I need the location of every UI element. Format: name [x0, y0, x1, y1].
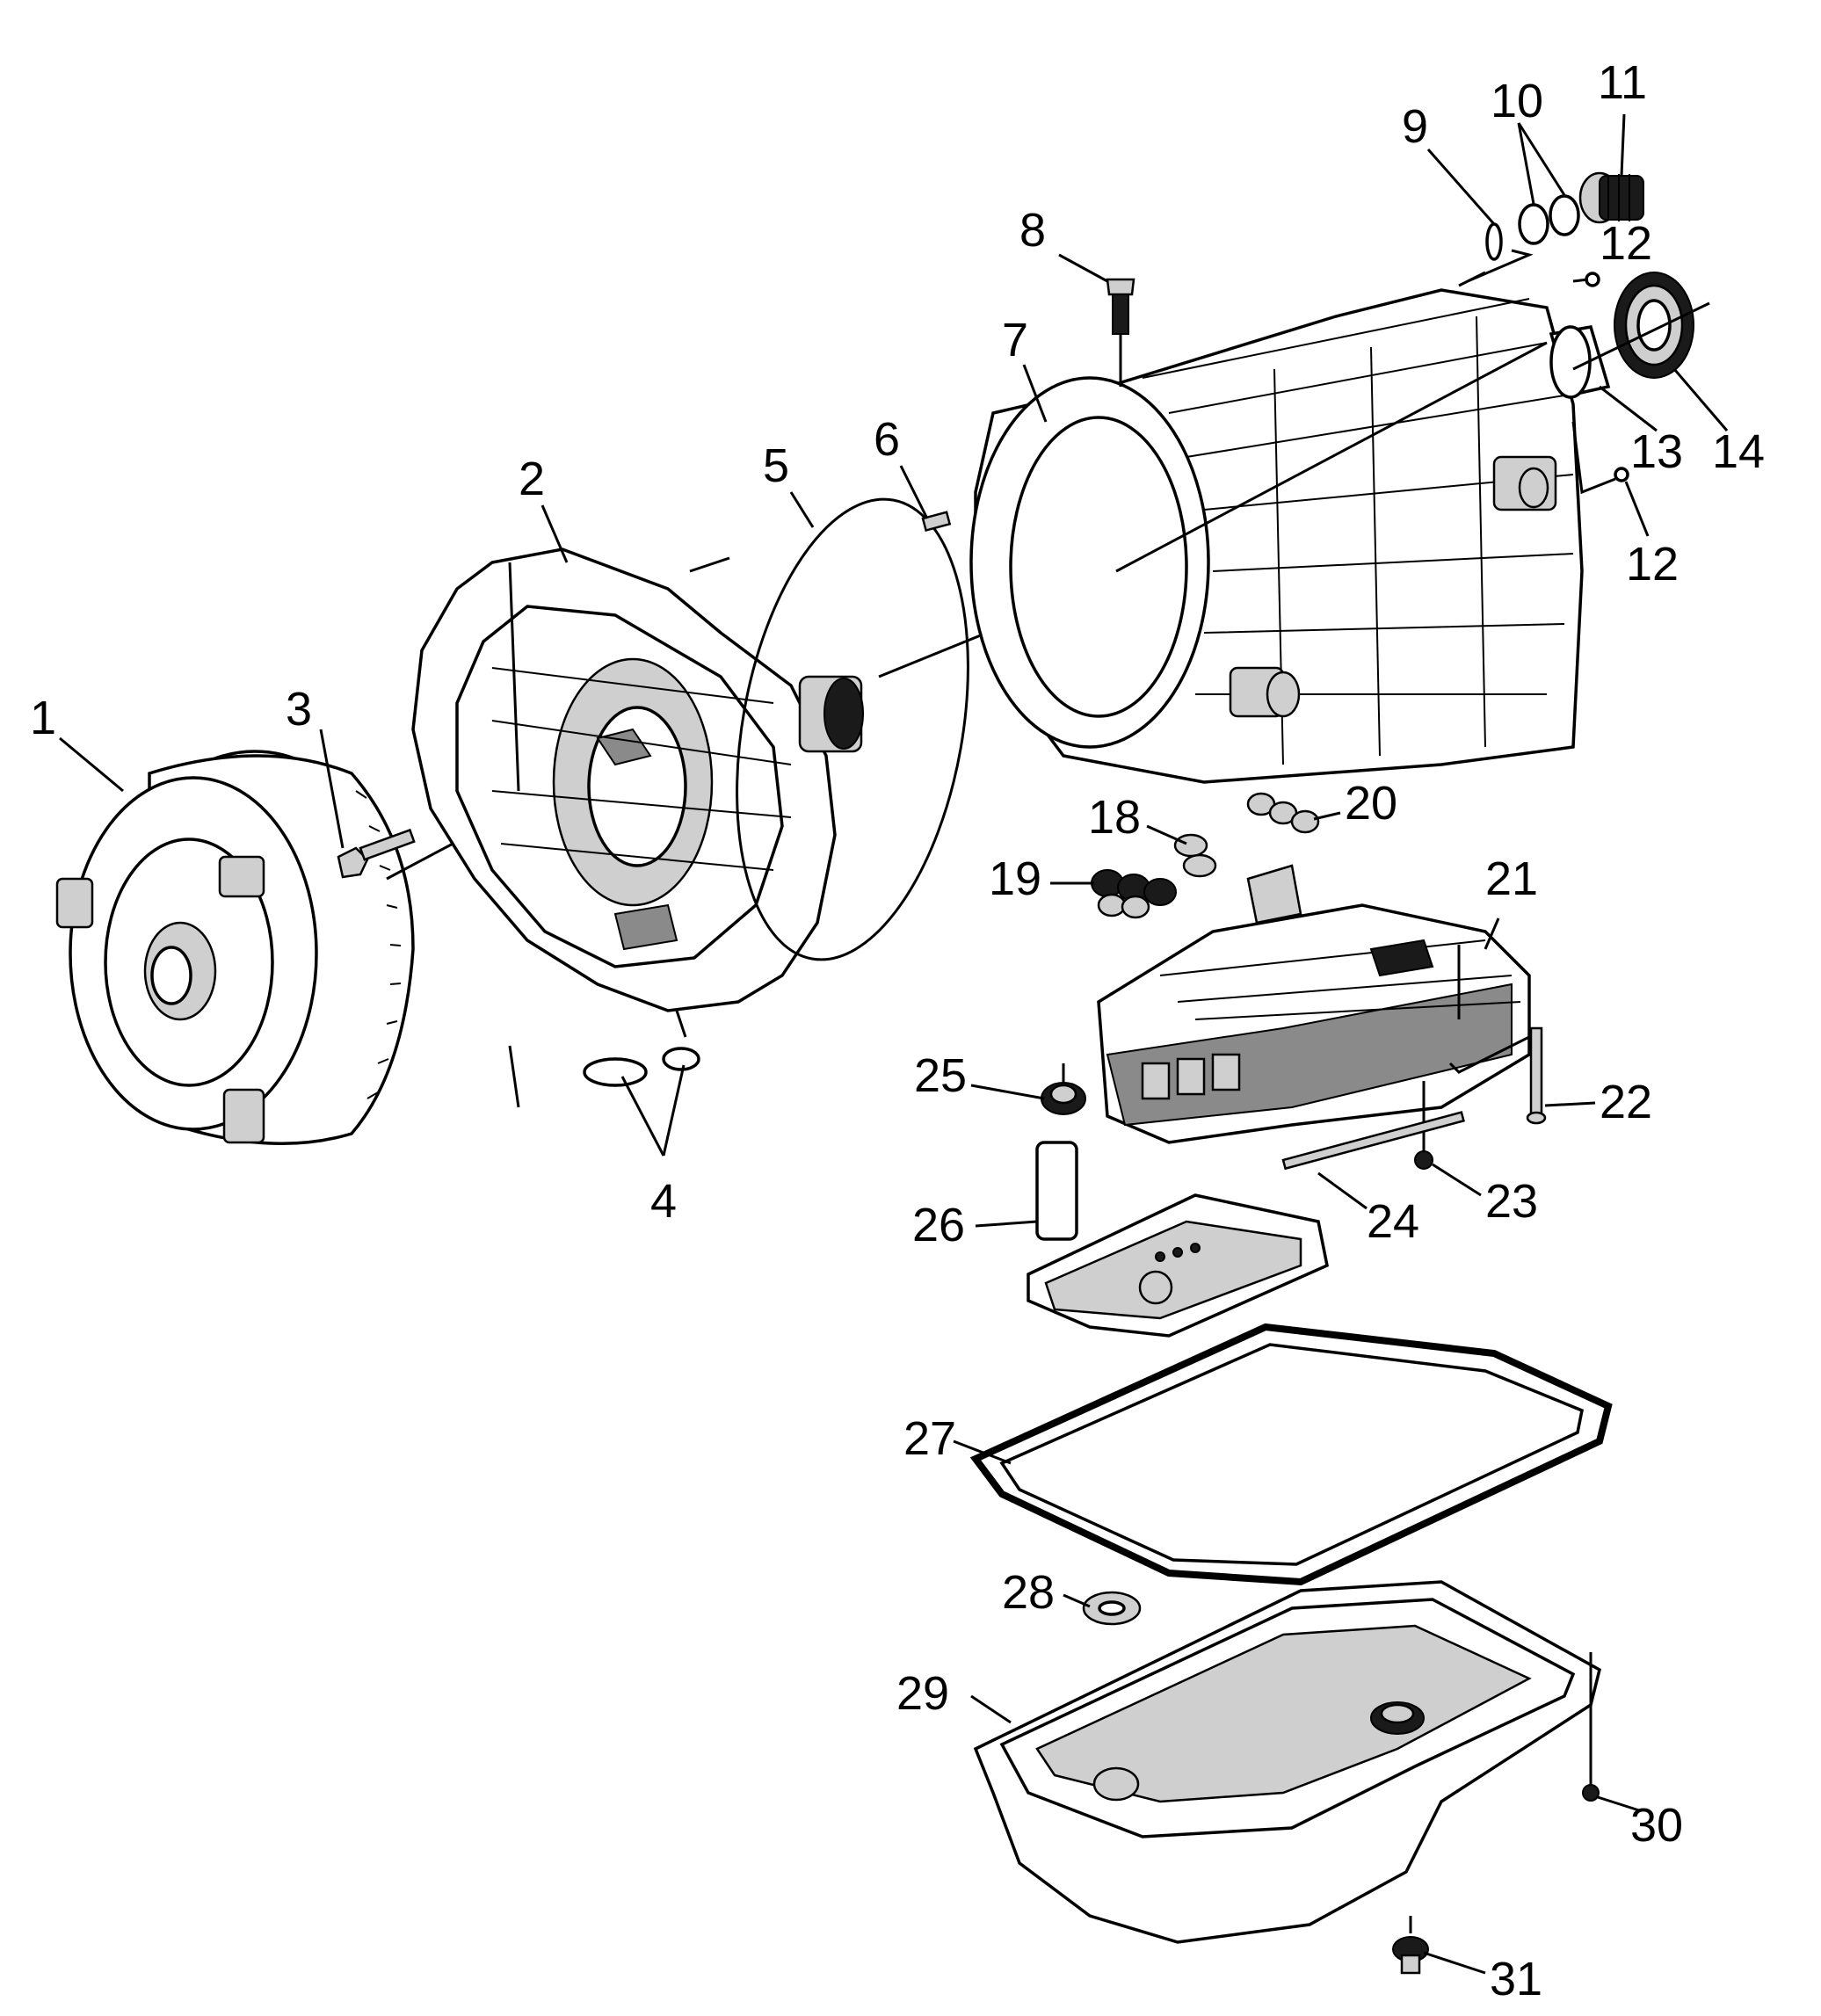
- callout-19: 19: [989, 852, 1041, 905]
- callout-26: 26: [912, 1199, 965, 1251]
- callout-9: 9: [1402, 100, 1428, 153]
- callout-3: 3: [286, 683, 312, 736]
- callout-13: 13: [1630, 425, 1683, 478]
- filter-seal-icon: [1041, 1063, 1086, 1115]
- output-seal-icon: [1614, 272, 1694, 379]
- torque-converter-icon: [55, 750, 415, 1145]
- callout-22: 22: [1600, 1076, 1652, 1128]
- shaft-sleeve-icon: [1578, 171, 1644, 224]
- callout-31: 31: [1490, 1953, 1542, 2005]
- callout-18: 18: [1088, 791, 1141, 844]
- callout-21: 21: [1485, 852, 1538, 905]
- callout-12a: 12: [1600, 217, 1652, 270]
- seal-rings-10-icon: [1518, 194, 1580, 245]
- callout-12b: 12: [1626, 538, 1679, 591]
- callout-8: 8: [1019, 204, 1046, 257]
- leader-lines: [59, 113, 1729, 1975]
- seals-20-icon: [1246, 792, 1320, 834]
- long-bolt-icon: [1526, 1026, 1547, 1125]
- callout-23: 23: [1485, 1175, 1538, 1228]
- callout-11: 11: [1598, 56, 1647, 109]
- seals-19-icon: [1091, 869, 1177, 919]
- dowel-pin-icon: [921, 511, 952, 533]
- oil-filter-icon: [1027, 1141, 1329, 1338]
- callout-28: 28: [1002, 1566, 1055, 1619]
- transmission-case-icon: [969, 288, 1584, 784]
- seals-18-icon: [1173, 833, 1217, 878]
- callout-30: 30: [1630, 1799, 1683, 1852]
- seal-ring-9-icon: [1485, 222, 1503, 261]
- callout-14: 14: [1712, 425, 1765, 478]
- small-bolt-icon: [1414, 1081, 1433, 1170]
- vent-plug-icon: [1106, 278, 1135, 387]
- callout-27: 27: [903, 1412, 956, 1465]
- drain-plug-icon: [1392, 1916, 1429, 1975]
- callout-10: 10: [1491, 75, 1543, 127]
- seal-ring-icon: [736, 497, 969, 961]
- o-ring-icon: [1614, 467, 1629, 482]
- callout-7: 7: [1002, 314, 1028, 366]
- shift-rod-icon: [1281, 1111, 1465, 1171]
- callout-labels: 1 2 3 4 5 6 7 8 9 10 11 12 12 13 14 18 1…: [30, 56, 1765, 2005]
- oil-pan-icon: [973, 1580, 1602, 1944]
- pan-bolt-icon: [1582, 1652, 1600, 1802]
- washer-icon: [1082, 1591, 1142, 1626]
- callout-29: 29: [896, 1667, 949, 1720]
- callout-1: 1: [30, 692, 56, 744]
- callout-5: 5: [763, 439, 789, 492]
- o-ring-icon: [1585, 272, 1600, 287]
- callout-24: 24: [1367, 1195, 1419, 1248]
- callout-4: 4: [650, 1175, 677, 1228]
- callout-20: 20: [1345, 777, 1397, 830]
- control-valve-body-icon: [1097, 864, 1531, 1144]
- callout-6: 6: [874, 413, 900, 466]
- bolt-icon: [337, 828, 416, 879]
- snap-ring-icon: [583, 1047, 700, 1087]
- callout-2: 2: [519, 453, 545, 505]
- converter-housing-icon: [411, 548, 864, 1012]
- bushing-icon: [1549, 325, 1611, 399]
- pan-gasket-icon: [969, 1323, 1613, 1586]
- callout-25: 25: [914, 1049, 967, 1102]
